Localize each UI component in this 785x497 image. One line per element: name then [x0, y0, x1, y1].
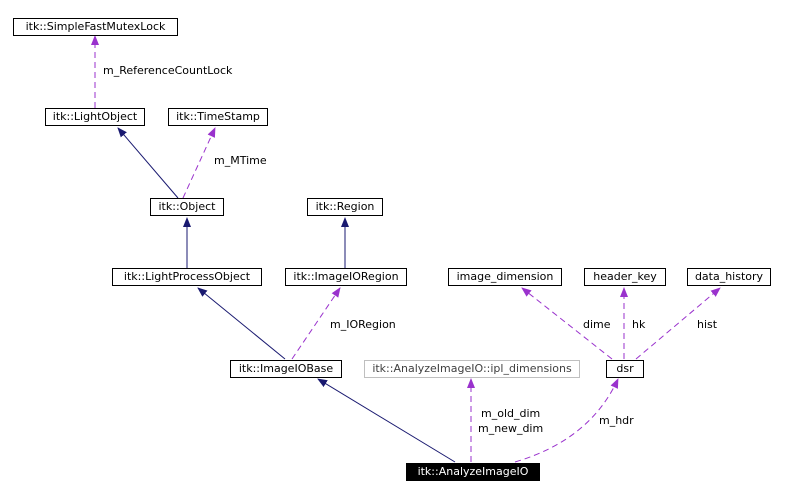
- node-dsr[interactable]: dsr: [606, 360, 644, 378]
- label-dime: dime: [583, 318, 611, 331]
- label-io-region: m_IORegion: [330, 318, 396, 331]
- edge-analyzeimageio-inherits-imageiobase: [317, 378, 456, 463]
- node-object[interactable]: itk::Object: [150, 198, 224, 216]
- label-old-dim: m_old_dim: [481, 407, 541, 420]
- node-image-dimension[interactable]: image_dimension: [448, 268, 562, 286]
- node-simple-fast-mutex-lock[interactable]: itk::SimpleFastMutexLock: [13, 18, 178, 36]
- node-image-io-region[interactable]: itk::ImageIORegion: [285, 268, 407, 286]
- node-header-key[interactable]: header_key: [584, 268, 666, 286]
- label-mtime: m_MTime: [214, 154, 267, 167]
- node-image-io-base[interactable]: itk::ImageIOBase: [230, 360, 342, 378]
- edge-dime: [521, 287, 613, 360]
- label-reference-count-lock: m_ReferenceCountLock: [103, 64, 233, 77]
- label-new-dim: m_new_dim: [478, 422, 544, 435]
- node-light-object[interactable]: itk::LightObject: [45, 108, 145, 126]
- node-analyze-image-io: itk::AnalyzeImageIO: [406, 463, 540, 481]
- edge-imageiobase-inherits-lightprocessobject: [197, 287, 286, 360]
- label-hist: hist: [697, 318, 718, 331]
- edge-io-region: [291, 287, 341, 360]
- node-time-stamp[interactable]: itk::TimeStamp: [168, 108, 268, 126]
- label-hk: hk: [632, 318, 646, 331]
- label-hdr: m_hdr: [599, 414, 634, 427]
- node-region[interactable]: itk::Region: [307, 198, 383, 216]
- node-light-process-object[interactable]: itk::LightProcessObject: [112, 268, 262, 286]
- edge-hdr: [514, 378, 619, 463]
- edge-object-inherits-lightobject: [117, 127, 179, 199]
- node-data-history[interactable]: data_history: [687, 268, 771, 286]
- edge-hist: [635, 287, 721, 360]
- edge-mtime: [182, 127, 216, 199]
- node-ipl-dimensions[interactable]: itk::AnalyzeImageIO::ipl_dimensions: [364, 360, 580, 378]
